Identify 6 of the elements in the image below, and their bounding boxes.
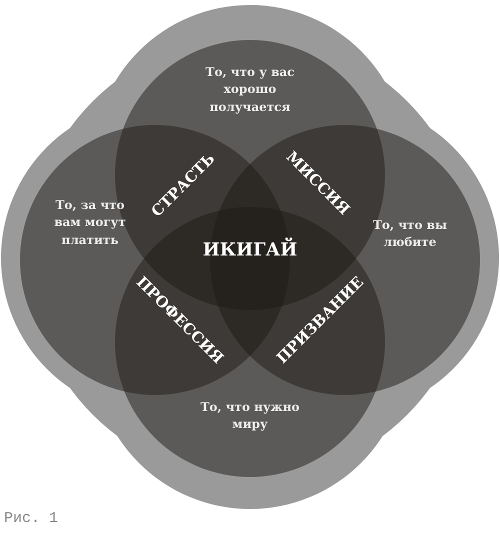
figure-caption: Рис. 1 — [4, 510, 58, 527]
center-label: ИКИГАЙ — [202, 240, 298, 260]
circle-label: То, что вы любите — [372, 217, 448, 252]
circle-label: То, что нужно миру — [199, 399, 301, 434]
circle-label: То, что у вас хорошо получается — [204, 64, 296, 116]
circle-label: То, за что вам могут платить — [53, 197, 127, 249]
